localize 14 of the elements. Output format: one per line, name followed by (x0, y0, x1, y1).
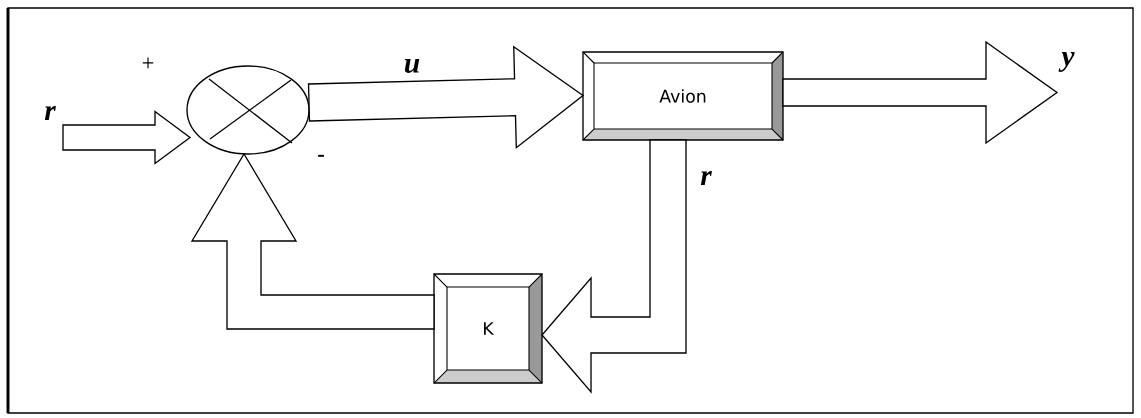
sign-label: + (142, 57, 154, 69)
sign-label: - (318, 154, 324, 157)
process-box: K (433, 273, 543, 384)
edge-label: r (698, 169, 714, 187)
process-box: Avion (582, 51, 784, 141)
edge-label: y (1058, 50, 1076, 74)
block-arrow (541, 139, 687, 394)
edge-label: r (42, 104, 58, 122)
edge-label: u (402, 57, 422, 75)
block-arrow (190, 152, 435, 330)
block-arrow (307, 45, 585, 150)
summing-junction (186, 65, 310, 155)
block-arrow (782, 40, 1059, 145)
block-arrow (62, 110, 192, 165)
